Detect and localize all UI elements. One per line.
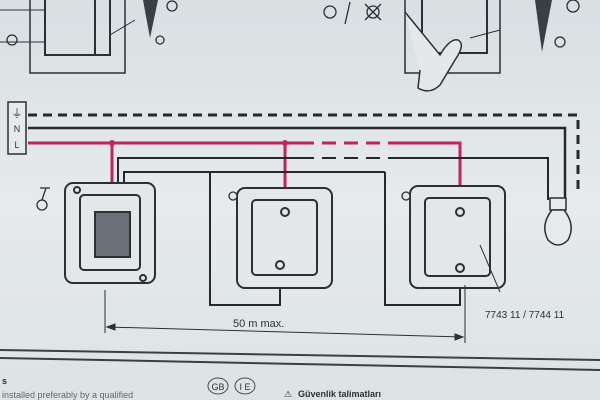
language-badge-gb-label: GB bbox=[211, 382, 224, 392]
language-badge-ie-label: I E bbox=[239, 382, 250, 392]
pushbutton-unit-1 bbox=[228, 187, 333, 289]
dimmer-unit bbox=[64, 182, 156, 284]
junction-dot bbox=[109, 140, 115, 146]
hand-pressing-icon bbox=[404, 11, 463, 92]
junction-dot bbox=[282, 140, 288, 146]
language-badge-gb bbox=[207, 377, 229, 395]
divider bbox=[0, 357, 600, 371]
top-left-switch-illustration bbox=[0, 0, 136, 74]
lamp-wire bbox=[395, 157, 549, 200]
earth-wire bbox=[28, 113, 580, 195]
terminal-block bbox=[7, 101, 27, 155]
neutral-label: N bbox=[14, 124, 21, 134]
language-badge-ie bbox=[234, 377, 256, 395]
warning-icon: ⚠ bbox=[284, 389, 292, 399]
dimension-line bbox=[104, 285, 466, 343]
live-label: L bbox=[14, 140, 19, 150]
safety-heading: Güvenlik talimatları bbox=[298, 389, 381, 399]
lightbulb-icon bbox=[6, 0, 580, 48]
neutral-wire bbox=[28, 126, 567, 205]
dimension-label: 50 m max. bbox=[233, 318, 284, 330]
dimmer-level-icon bbox=[143, 0, 158, 38]
part-numbers: 7743 11 / 7744 11 bbox=[485, 310, 565, 321]
control-wire-1 bbox=[123, 171, 281, 306]
earth-label: ⏚ bbox=[12, 107, 23, 120]
pushbutton-icon bbox=[36, 187, 50, 211]
pushbutton-unit-2 bbox=[401, 185, 506, 293]
instructions-text: installed preferably by a qualified bbox=[2, 390, 133, 400]
section-heading-fragment: s bbox=[2, 376, 7, 386]
lamp-icon bbox=[544, 197, 572, 246]
dimmer-level-icon-right bbox=[535, 0, 552, 52]
divider bbox=[0, 349, 600, 361]
